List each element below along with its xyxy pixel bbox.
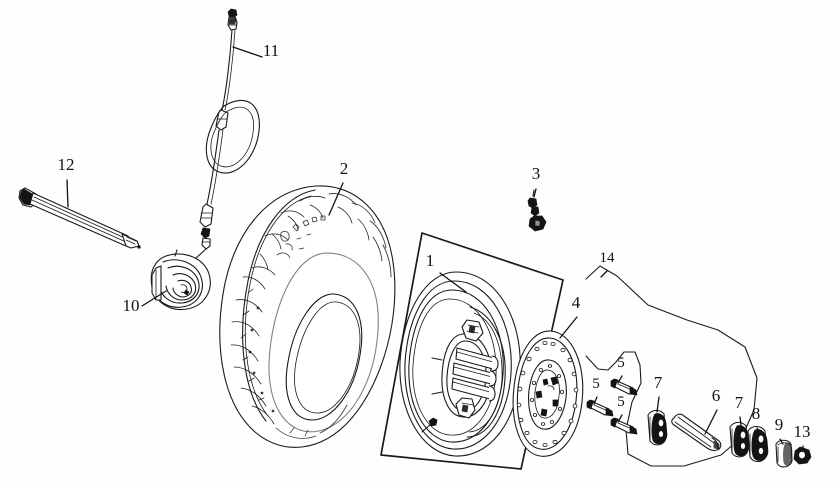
- part-valve-stem: [527, 189, 547, 232]
- leader-2: [328, 182, 344, 216]
- callout-5c: 5: [617, 394, 625, 410]
- part-brake-disc: [512, 330, 584, 457]
- callout-labels: 1 2 3 4 5 5 5 6 7 7 8 9 10 11 12 13 14: [58, 41, 811, 441]
- part-speedometer-cable: [195, 8, 260, 259]
- callout-7a: 7: [654, 373, 663, 392]
- part-tire: [219, 185, 396, 448]
- callout-14: 14: [600, 250, 616, 266]
- part-wheel-bearing-left: [647, 409, 668, 446]
- callout-3: 3: [532, 164, 541, 183]
- leader-5a: [617, 375, 623, 384]
- callout-5b: 5: [592, 376, 600, 392]
- leader-7b: [739, 416, 742, 426]
- part-disc-bolt-b: [586, 399, 614, 417]
- detail-frame-wheel-rim: [380, 232, 564, 470]
- part-disc-bolt-c: [610, 417, 638, 435]
- leader-lines: [66, 46, 804, 450]
- leader-3: [533, 188, 537, 198]
- leader-8: [756, 427, 760, 432]
- leader-5c: [617, 414, 623, 423]
- callout-12: 12: [58, 155, 75, 174]
- callout-8: 8: [752, 404, 761, 423]
- callout-7b: 7: [735, 393, 744, 412]
- part-wheel-bearing-right: [729, 421, 750, 458]
- callout-9: 9: [775, 415, 784, 434]
- leader-11: [232, 46, 263, 58]
- part-axle-nut: [793, 446, 812, 465]
- leader-1: [439, 272, 467, 293]
- part-disc-bolt-a: [610, 378, 638, 396]
- callout-11: 11: [263, 41, 279, 60]
- leader-14: [600, 270, 608, 278]
- callout-5a: 5: [617, 355, 625, 371]
- leader-10: [141, 290, 167, 307]
- callout-13: 13: [794, 422, 811, 441]
- callout-1: 1: [426, 251, 435, 270]
- leader-12: [66, 179, 69, 208]
- part-axle-spacer: [671, 413, 722, 451]
- leader-7a: [656, 396, 660, 413]
- callout-2: 2: [340, 159, 349, 178]
- leader-4: [559, 316, 578, 339]
- part-wheel-rim: [399, 271, 521, 457]
- callout-4: 4: [572, 293, 581, 312]
- leader-9: [779, 438, 784, 445]
- leader-6: [704, 409, 718, 435]
- callout-6: 6: [712, 386, 721, 405]
- part-distance-collar: [775, 439, 793, 468]
- part-front-axle-bolt: [18, 187, 141, 249]
- region-hardware-kit: [585, 265, 758, 467]
- part-speedometer-gear: [150, 249, 211, 311]
- leader-5b: [593, 396, 598, 405]
- part-bearing-seal: [747, 425, 769, 463]
- callout-10: 10: [123, 296, 140, 315]
